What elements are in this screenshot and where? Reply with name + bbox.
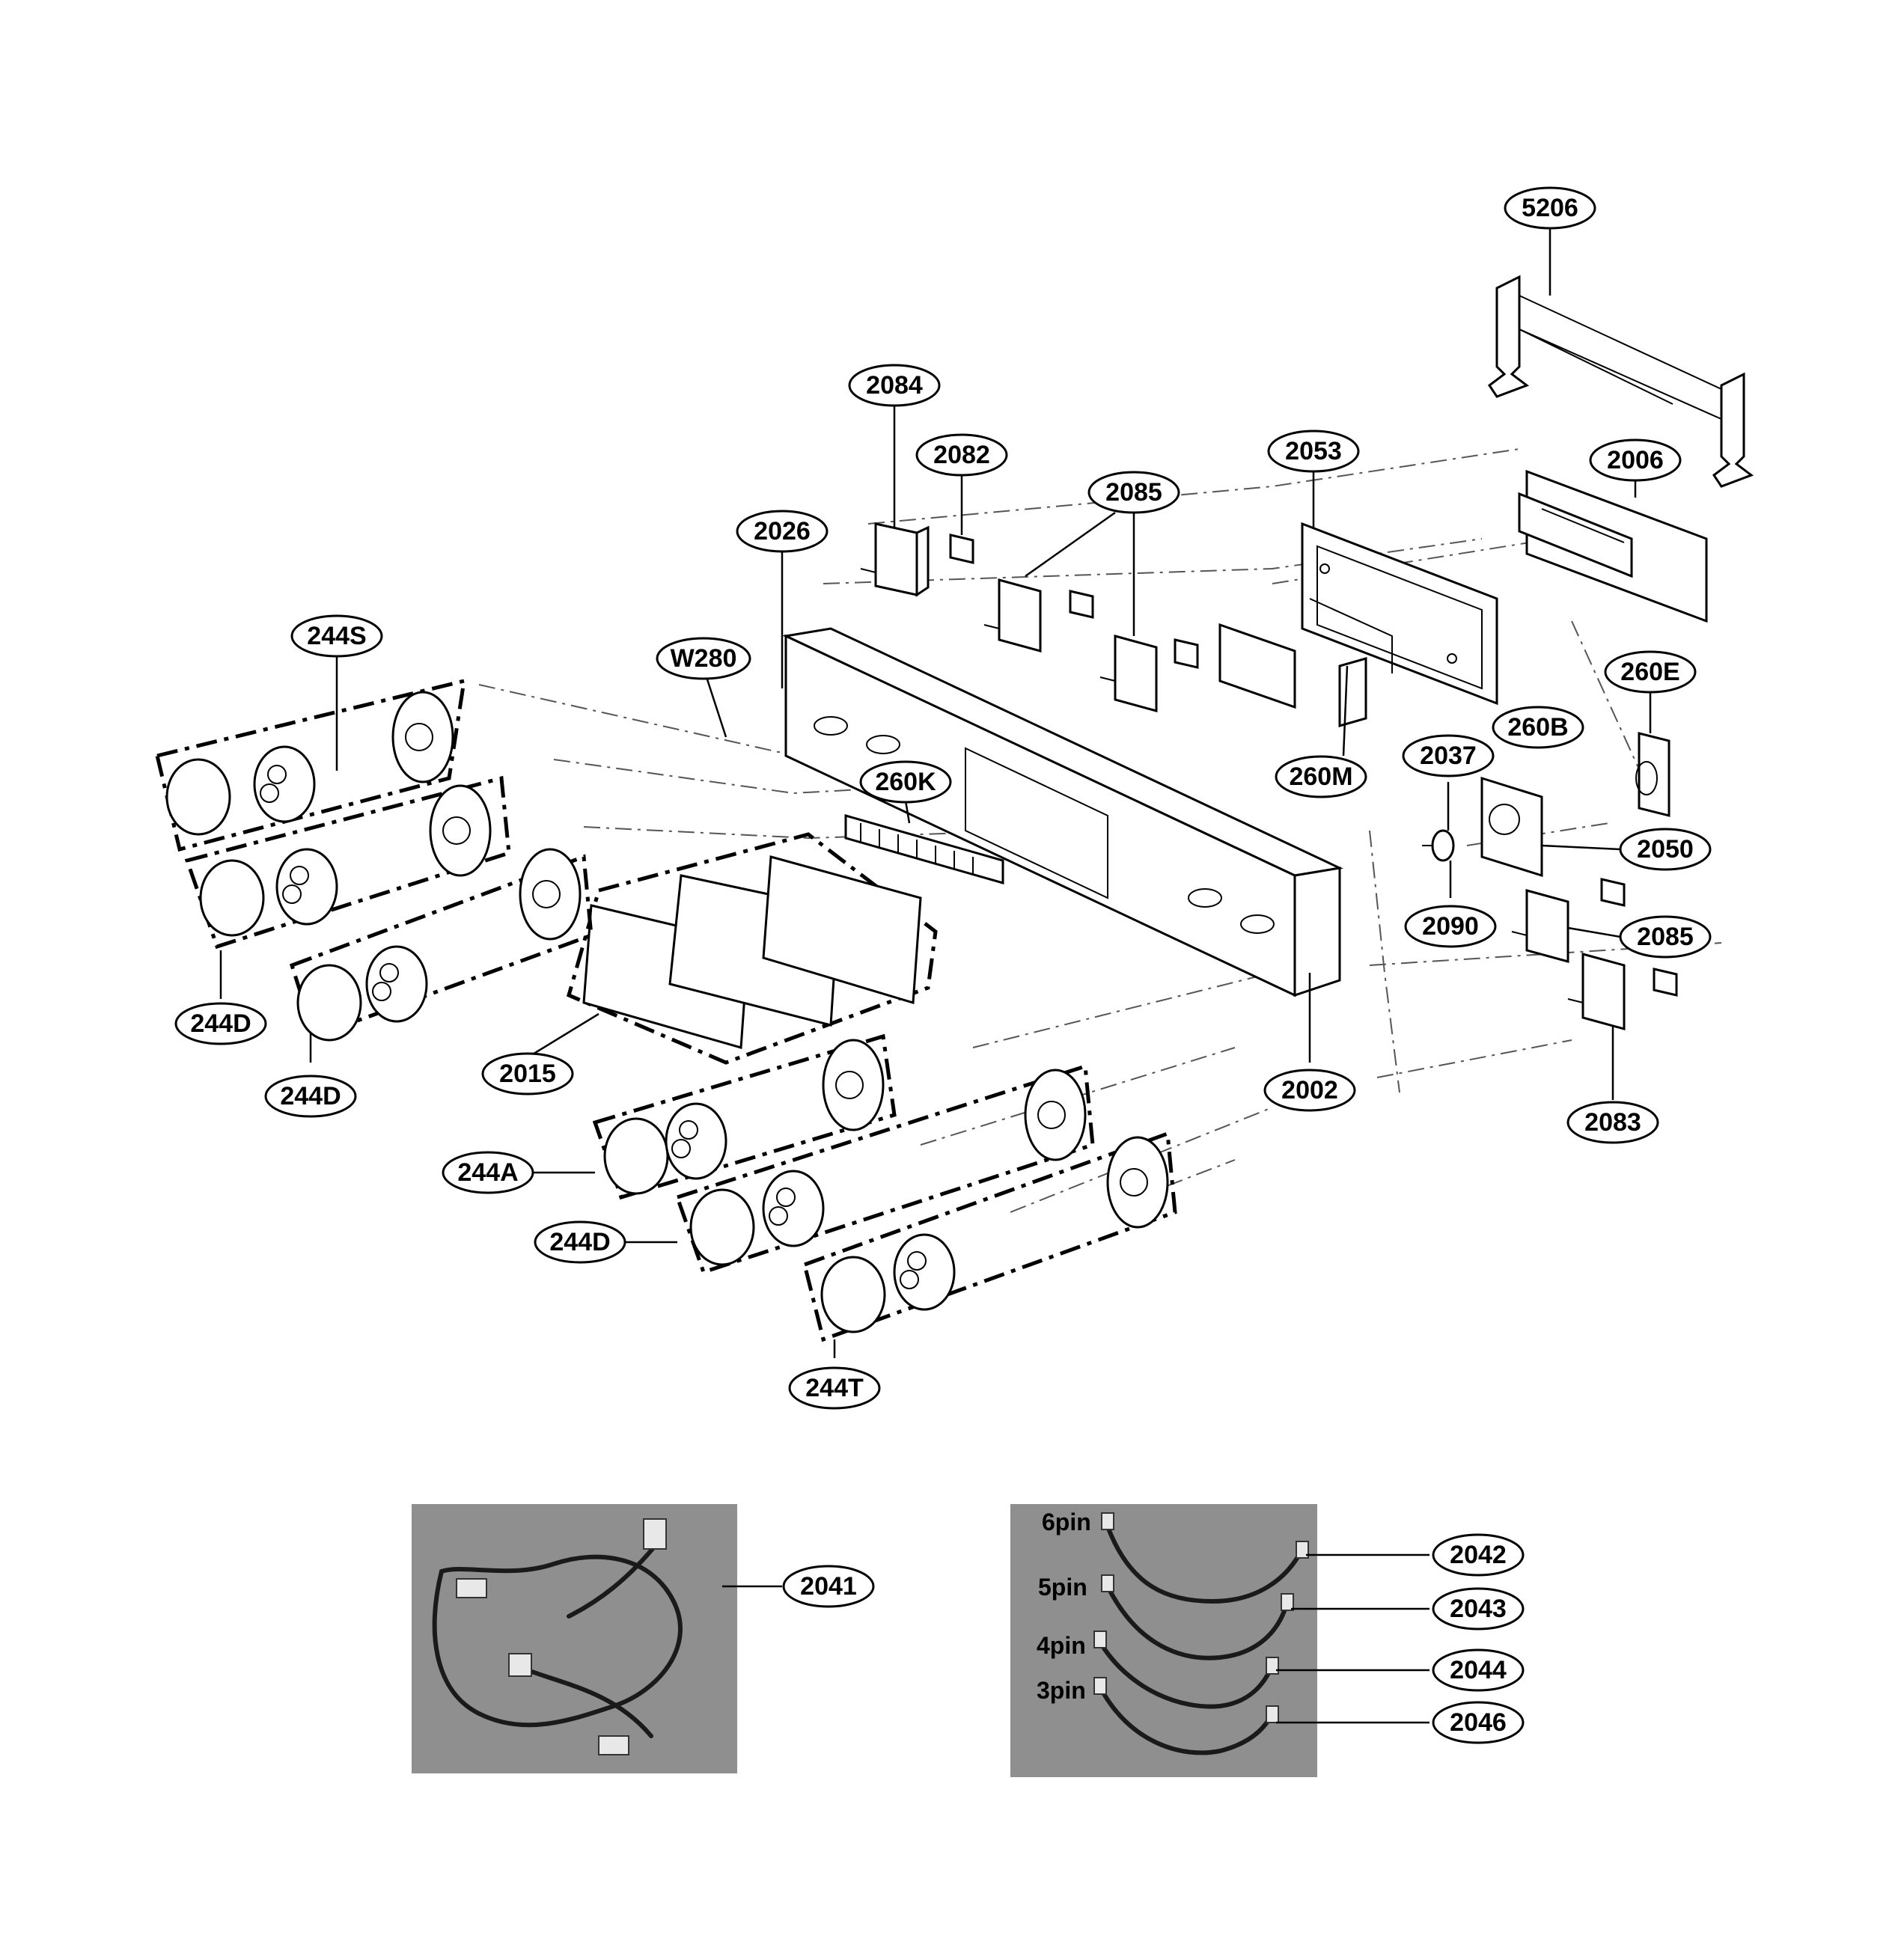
- callout-5206: 5206: [1504, 186, 1596, 230]
- callout-2090-label: 2090: [1422, 912, 1479, 941]
- callout-2006-label: 2006: [1607, 446, 1664, 474]
- callout-244s-label: 244S: [307, 622, 366, 650]
- leader-lines: [219, 228, 1652, 1724]
- callout-2050-label: 2050: [1637, 835, 1694, 864]
- knob-2037: [1422, 829, 1455, 862]
- callout-5206-label: 5206: [1522, 194, 1578, 222]
- callout-244d-1-label: 244D: [190, 1009, 251, 1038]
- callout-244t: 244T: [788, 1366, 881, 1410]
- harness-photo-pins: [1010, 1504, 1317, 1777]
- callout-260b: 260B: [1492, 706, 1584, 749]
- switch-2085-right: [1511, 878, 1626, 963]
- pin-labels: 6pin 5pin 4pin 3pin: [1037, 1509, 1091, 1704]
- harness-photo-2041: [412, 1504, 737, 1773]
- keypad-strip-260k: [844, 814, 1004, 884]
- bracket-5206: [1487, 275, 1754, 488]
- callout-2043-label: 2043: [1450, 1595, 1507, 1623]
- callout-2085-top: 2085: [1087, 471, 1180, 514]
- callout-2002-label: 2002: [1281, 1076, 1338, 1104]
- callout-244a: 244A: [442, 1151, 534, 1194]
- callout-2083-label: 2083: [1584, 1108, 1641, 1137]
- callout-260b-label: 260B: [1507, 713, 1568, 742]
- knob-group-244d-1: [184, 775, 511, 950]
- callout-2085-top-label: 2085: [1105, 478, 1162, 507]
- knob-group-244s: [154, 678, 467, 852]
- callout-2090: 2090: [1404, 905, 1497, 948]
- switch-2085-top-a: [983, 578, 1094, 653]
- pin-label-5pin: 5pin: [1038, 1574, 1087, 1601]
- bracket-260e: [1635, 732, 1670, 817]
- callout-2046-label: 2046: [1450, 1708, 1507, 1737]
- callout-w280: W280: [656, 637, 751, 680]
- callout-2015: 2015: [481, 1052, 574, 1095]
- callout-244t-label: 244T: [805, 1374, 864, 1402]
- callout-2026: 2026: [736, 510, 829, 553]
- switch-2085-top-b: [1099, 635, 1199, 712]
- knob-group-244a: [592, 1033, 897, 1200]
- callout-2084: 2084: [848, 364, 941, 407]
- callout-2026-label: 2026: [754, 517, 811, 545]
- callout-260e-label: 260E: [1620, 658, 1679, 686]
- callout-2042-label: 2042: [1450, 1541, 1507, 1569]
- callout-2002: 2002: [1263, 1069, 1356, 1112]
- callout-2042: 2042: [1432, 1533, 1525, 1577]
- bracket-260m: [1218, 623, 1367, 727]
- callout-2043: 2043: [1432, 1587, 1525, 1631]
- callout-260m-label: 260M: [1289, 762, 1352, 791]
- callout-244d-1: 244D: [174, 1002, 267, 1045]
- callout-2050: 2050: [1619, 828, 1712, 871]
- callout-2041: 2041: [782, 1565, 875, 1608]
- callout-2044: 2044: [1432, 1648, 1525, 1692]
- callout-260k: 260K: [859, 760, 952, 804]
- callout-2085-right: 2085: [1619, 915, 1712, 959]
- pin-label-4pin: 4pin: [1037, 1632, 1086, 1659]
- callout-2053-label: 2053: [1285, 437, 1342, 465]
- callout-2082: 2082: [915, 433, 1008, 477]
- encoder-2050: [1480, 776, 1543, 878]
- callout-2044-label: 2044: [1450, 1656, 1507, 1684]
- knob-group-244t: [802, 1131, 1177, 1342]
- switch-2084: [860, 522, 930, 597]
- callout-2037: 2037: [1402, 734, 1495, 777]
- callout-244d-3: 244D: [534, 1220, 626, 1264]
- frame-2053: [1301, 522, 1498, 706]
- callout-2082-label: 2082: [933, 441, 990, 469]
- callout-2083: 2083: [1566, 1101, 1659, 1144]
- callout-260k-label: 260K: [875, 768, 936, 796]
- knob-group-244d-2: [289, 848, 594, 1042]
- display-pcb-2006: [1518, 469, 1708, 623]
- switch-2082: [949, 534, 974, 564]
- callout-260m: 260M: [1275, 755, 1367, 798]
- callout-2041-label: 2041: [800, 1572, 857, 1601]
- callout-244d-2: 244D: [264, 1075, 357, 1118]
- pin-label-3pin: 3pin: [1037, 1677, 1086, 1704]
- callout-2015-label: 2015: [499, 1060, 556, 1088]
- callout-w280-label: W280: [671, 644, 737, 673]
- callout-2053: 2053: [1267, 430, 1360, 473]
- display-window-2015: [566, 832, 938, 1065]
- knob-group-244d-3: [674, 1063, 1095, 1275]
- callout-2006: 2006: [1589, 438, 1682, 482]
- control-panel-2002: [782, 627, 1343, 997]
- callout-2084-label: 2084: [866, 371, 923, 400]
- callout-260e: 260E: [1604, 650, 1697, 694]
- callout-244d-3-label: 244D: [549, 1228, 610, 1256]
- switch-2083: [1567, 953, 1678, 1030]
- callout-2046: 2046: [1432, 1701, 1525, 1744]
- callout-2037-label: 2037: [1420, 742, 1477, 770]
- pin-label-6pin: 6pin: [1042, 1509, 1091, 1535]
- callout-2085-right-label: 2085: [1637, 923, 1694, 951]
- callout-244a-label: 244A: [457, 1158, 518, 1187]
- callout-244s: 244S: [290, 614, 383, 658]
- callout-244d-2-label: 244D: [280, 1082, 341, 1110]
